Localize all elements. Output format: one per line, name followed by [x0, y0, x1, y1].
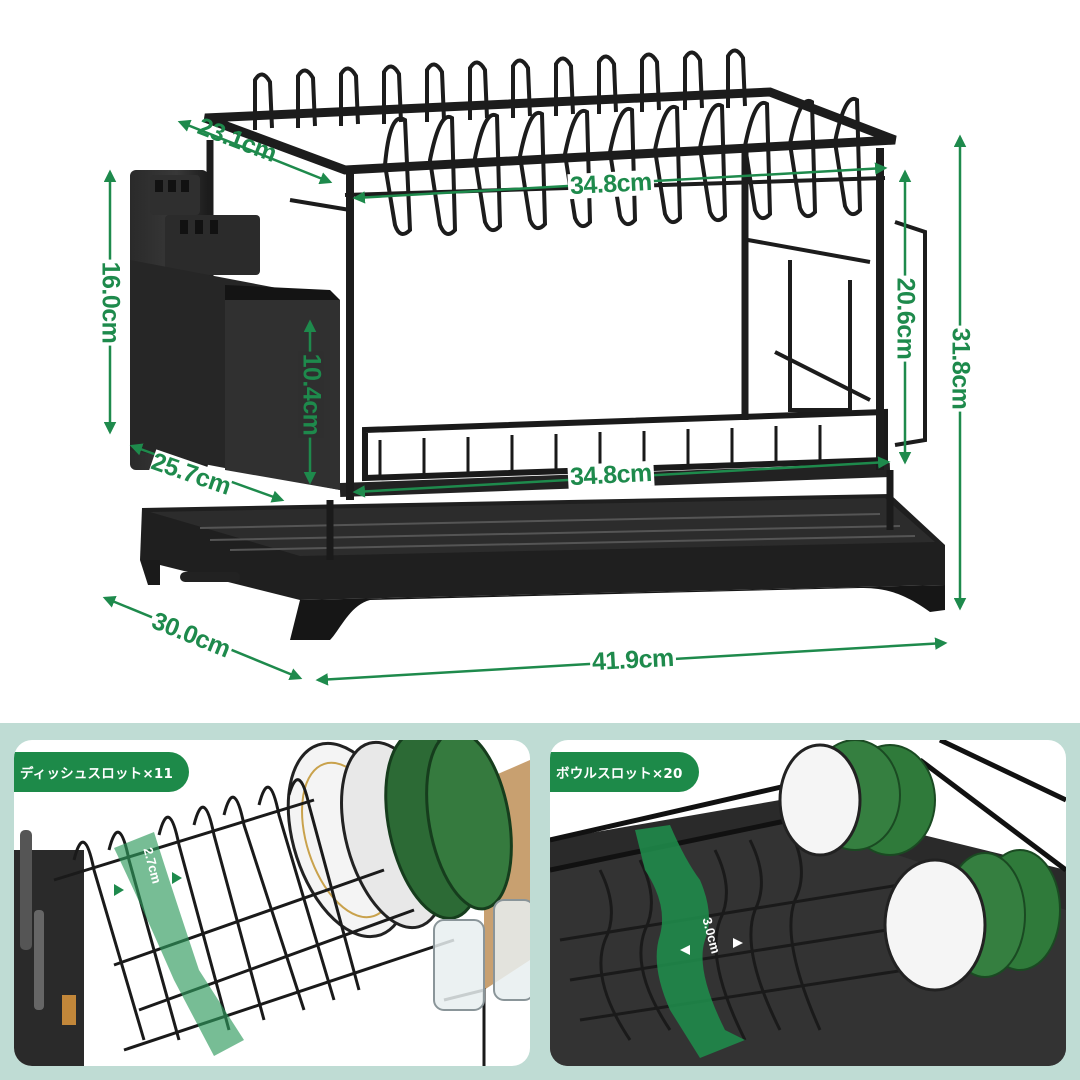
bowls	[778, 740, 1061, 992]
detail-panel: ディッシュスロット×11	[0, 723, 1080, 1080]
dish-slot-card: ディッシュスロット×11	[14, 740, 530, 1066]
bowl-slot-photo	[550, 740, 1066, 1066]
drip-tray	[140, 494, 945, 640]
glasses	[433, 899, 530, 1011]
dim-caddy-height: 16.0cm	[96, 259, 125, 346]
bowl-slot-label: ボウルスロット×20	[550, 752, 699, 792]
dim-bottom-width: 34.8cm	[567, 458, 655, 492]
bowl-slot-card: ボウルスロット×20	[550, 740, 1066, 1066]
upper-tier	[203, 48, 897, 236]
dim-total-width: 41.9cm	[589, 643, 677, 677]
product-dimension-diagram: 23.1cm 34.8cm 20.6cm 31.8cm 16.0cm 10.4c…	[96, 48, 975, 686]
dim-caddy-cup-height: 10.4cm	[297, 351, 326, 438]
dish-slot-label: ディッシュスロット×11	[14, 752, 190, 792]
dim-total-height: 31.8cm	[946, 325, 975, 412]
plates	[286, 740, 513, 939]
dish-slot-photo	[14, 740, 530, 1066]
dim-tier-height: 20.6cm	[891, 275, 920, 362]
dim-top-width: 34.8cm	[567, 167, 655, 201]
utensil-caddy	[130, 170, 340, 490]
